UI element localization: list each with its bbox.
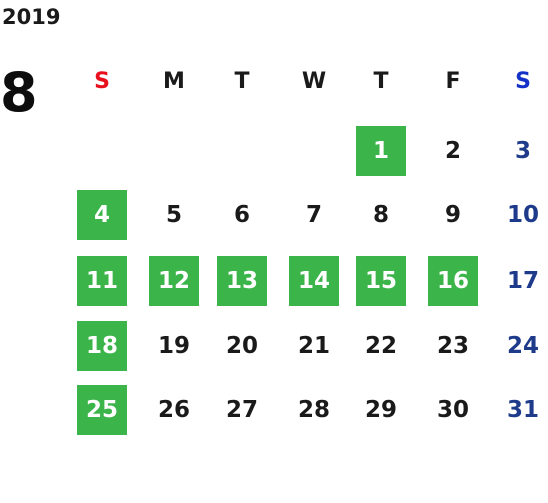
date-cell-20[interactable]: 20 xyxy=(225,333,258,359)
date-cell-26[interactable]: 26 xyxy=(157,397,190,423)
date-cell-5[interactable]: 5 xyxy=(165,202,182,228)
date-cell-2[interactable]: 2 xyxy=(444,138,461,164)
date-cell-21[interactable]: 21 xyxy=(297,333,330,359)
month-number: 8 xyxy=(0,61,38,124)
weekday-header-thu: T xyxy=(373,68,389,94)
date-cell-7[interactable]: 7 xyxy=(305,202,322,228)
year-label: 2019 xyxy=(2,5,61,29)
date-cell-31[interactable]: 31 xyxy=(506,397,539,423)
date-cell-15[interactable]: 15 xyxy=(356,256,406,306)
date-cell-25[interactable]: 25 xyxy=(77,385,127,435)
date-cell-22[interactable]: 22 xyxy=(364,333,397,359)
weekday-header-sat: S xyxy=(515,68,531,94)
date-cell-27[interactable]: 27 xyxy=(225,397,258,423)
weekday-header-fri: F xyxy=(445,68,461,94)
date-cell-9[interactable]: 9 xyxy=(444,202,461,228)
weekday-header-wed: W xyxy=(301,68,327,94)
date-cell-10[interactable]: 10 xyxy=(506,202,539,228)
date-cell-1[interactable]: 1 xyxy=(356,126,406,176)
date-cell-12[interactable]: 12 xyxy=(149,256,199,306)
date-cell-18[interactable]: 18 xyxy=(77,321,127,371)
date-cell-28[interactable]: 28 xyxy=(297,397,330,423)
date-cell-29[interactable]: 29 xyxy=(364,397,397,423)
date-cell-30[interactable]: 30 xyxy=(436,397,469,423)
weekday-header-sun: S xyxy=(94,68,110,94)
date-cell-24[interactable]: 24 xyxy=(506,333,539,359)
date-cell-4[interactable]: 4 xyxy=(77,190,127,240)
weekday-header-tue: T xyxy=(234,68,250,94)
date-cell-3[interactable]: 3 xyxy=(514,138,531,164)
date-cell-14[interactable]: 14 xyxy=(289,256,339,306)
date-cell-11[interactable]: 11 xyxy=(77,256,127,306)
date-cell-16[interactable]: 16 xyxy=(428,256,478,306)
weekday-header-mon: M xyxy=(163,68,185,94)
date-cell-23[interactable]: 23 xyxy=(436,333,469,359)
date-cell-13[interactable]: 13 xyxy=(217,256,267,306)
date-cell-8[interactable]: 8 xyxy=(372,202,389,228)
date-cell-19[interactable]: 19 xyxy=(157,333,190,359)
date-cell-6[interactable]: 6 xyxy=(233,202,250,228)
date-cell-17[interactable]: 17 xyxy=(506,268,539,294)
